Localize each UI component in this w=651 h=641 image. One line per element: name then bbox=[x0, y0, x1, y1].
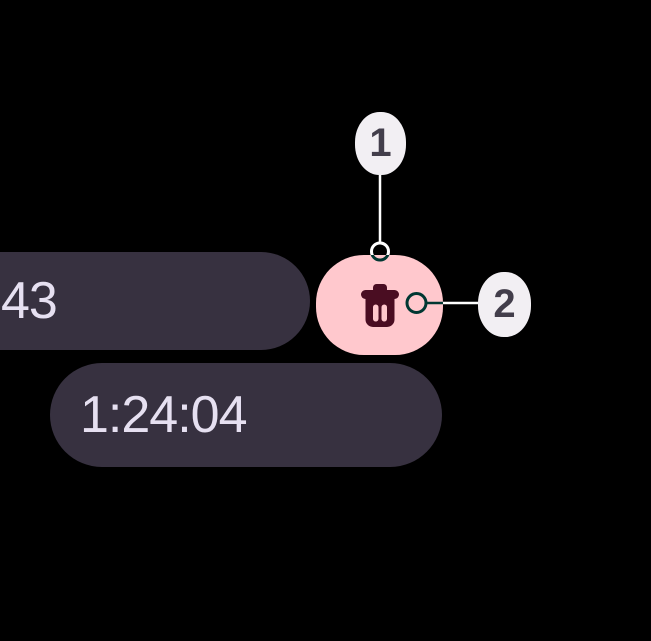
callout-badge-1: 1 bbox=[355, 112, 406, 175]
elapsed-time-text: 1:24:04 bbox=[80, 386, 247, 444]
callout-2-label: 2 bbox=[493, 282, 516, 326]
callout-badge-2: 2 bbox=[478, 272, 531, 337]
callout-1-label: 1 bbox=[369, 121, 392, 165]
elapsed-time-pill: 1:24:04 bbox=[50, 363, 442, 467]
delete-button[interactable] bbox=[316, 255, 443, 355]
lap-time-text: 43 bbox=[1, 272, 58, 330]
trash-icon bbox=[360, 283, 399, 327]
lap-time-pill: 43 bbox=[0, 252, 310, 350]
